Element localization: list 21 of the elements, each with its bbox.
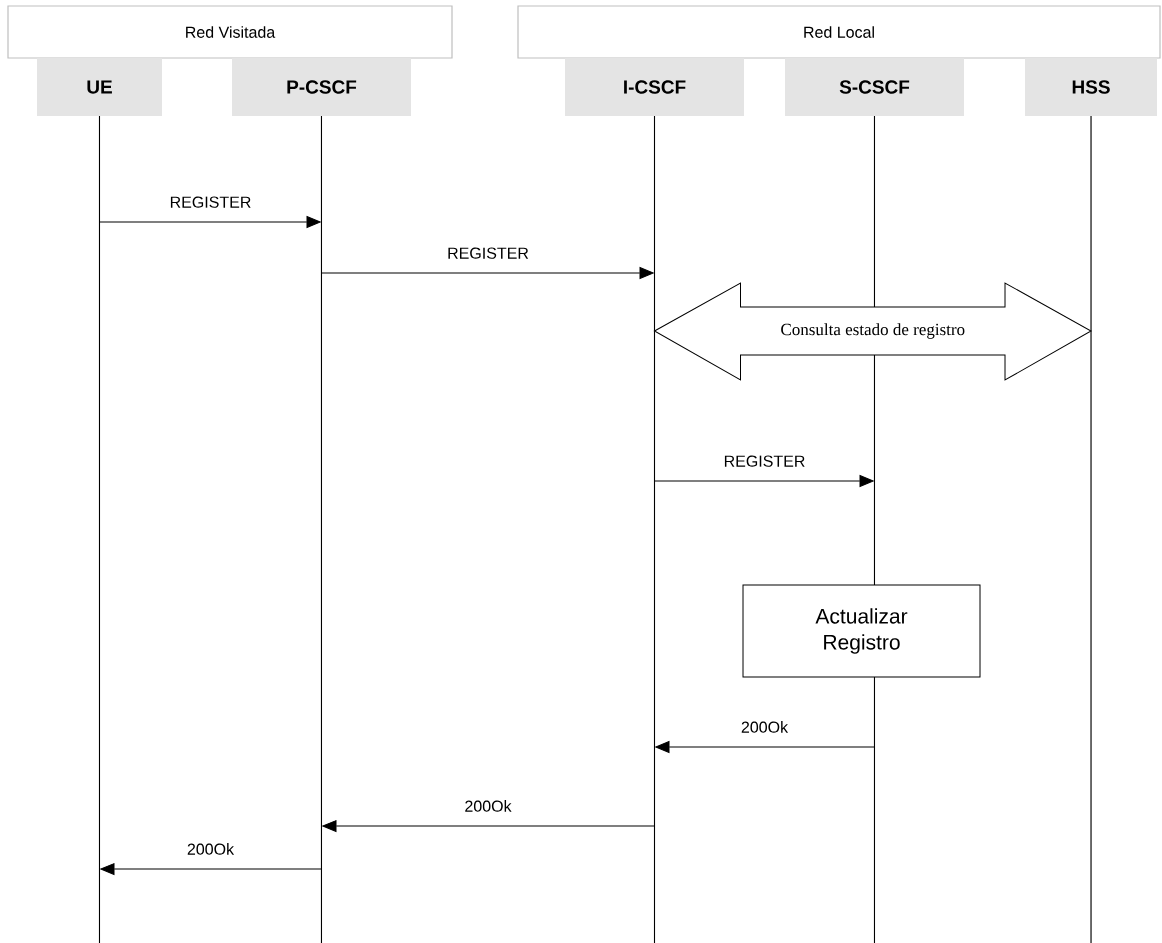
edge-label: REGISTER — [446, 246, 530, 260]
process-box: Actualizar Registro — [742, 584, 981, 678]
edge-label: REGISTER — [722, 454, 807, 468]
participant-box: I-CSCF — [565, 58, 744, 116]
participant-box: S-CSCF — [785, 58, 964, 116]
edge-label: 200Ok — [739, 720, 790, 734]
message-arrow — [654, 475, 874, 487]
participant-box: UE — [37, 58, 162, 116]
edge-label: REGISTER — [168, 195, 253, 209]
participant-box: HSS — [1025, 58, 1157, 116]
message-arrow — [655, 741, 875, 753]
network-band: Red Local — [517, 5, 1161, 59]
edge-label: 200Ok — [463, 799, 513, 813]
message-arrow — [322, 820, 655, 832]
message-arrow — [321, 267, 654, 279]
message-arrow — [99, 216, 321, 228]
participant-box: P-CSCF — [232, 58, 411, 116]
network-band: Red Visitada — [7, 5, 453, 59]
edge-label: Consulta estado de registro — [779, 322, 967, 340]
message-arrow — [100, 863, 322, 875]
edge-label: 200Ok — [185, 842, 236, 856]
